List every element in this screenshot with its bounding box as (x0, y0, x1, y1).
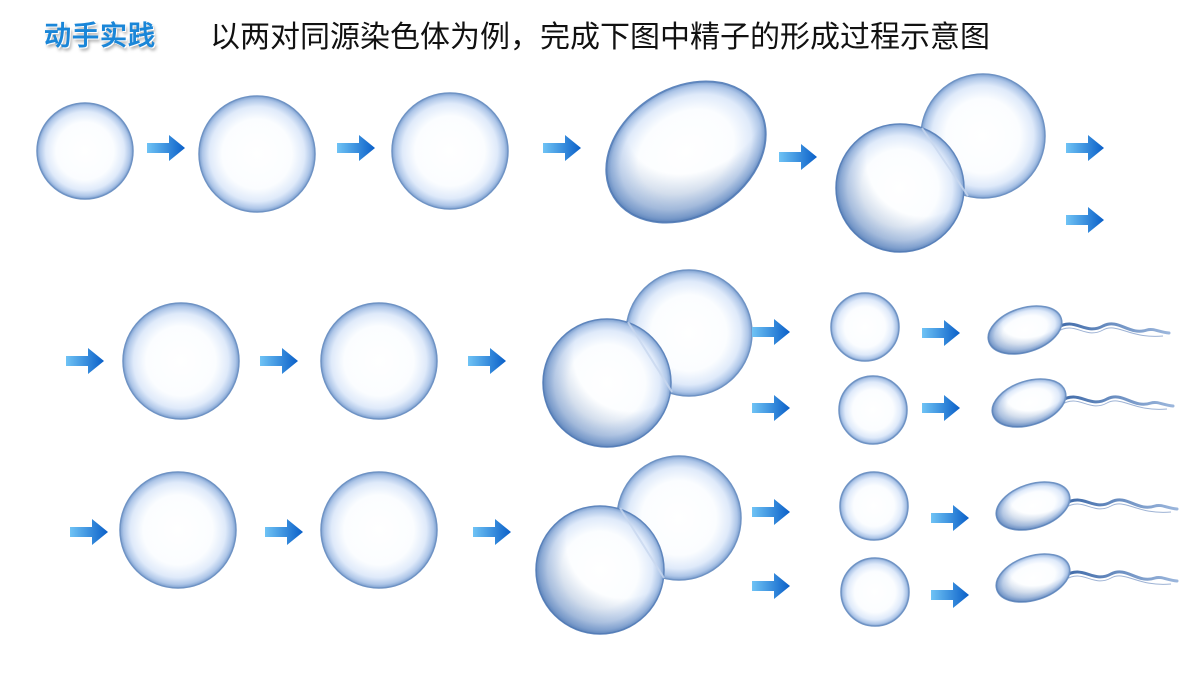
arrow-right-icon (265, 519, 303, 545)
sperm-1 (980, 295, 1171, 365)
arrow-right-icon (752, 499, 790, 525)
arrow-right-icon (752, 573, 790, 599)
arrow-right-icon (337, 135, 375, 161)
cell-dividing-1 (835, 73, 1046, 253)
page-title: 以两对同源染色体为例，完成下图中精子的形成过程示意图 (210, 20, 990, 55)
cell-elongated (605, 80, 767, 224)
sperm-3 (988, 471, 1179, 541)
arrow-right-icon (473, 519, 511, 545)
arrow-right-icon (1066, 135, 1104, 161)
arrow-right-icon (70, 519, 108, 545)
practice-badge: 动手实践 (44, 21, 156, 52)
arrow-right-icon (260, 348, 298, 374)
spermatid-4 (840, 557, 910, 627)
secondary-cell-1 (122, 302, 240, 420)
arrow-right-icon (752, 395, 790, 421)
cell-stage-1 (36, 102, 134, 200)
spermatid-1 (830, 292, 900, 362)
spermatid-3 (839, 471, 909, 541)
arrow-right-icon (752, 319, 790, 345)
cell-stage-3 (391, 92, 509, 210)
sperm-2 (984, 368, 1175, 438)
arrow-right-icon (922, 395, 960, 421)
secondary-cell-2 (320, 302, 438, 420)
cell-dividing-3 (535, 455, 742, 635)
arrow-right-icon (543, 135, 581, 161)
spermatid-2 (838, 375, 908, 445)
arrow-right-icon (66, 348, 104, 374)
arrow-right-icon (931, 582, 969, 608)
sperm-4 (988, 543, 1179, 613)
cell-stage-2 (198, 95, 316, 213)
arrow-right-icon (931, 505, 969, 531)
cell-dividing-2 (542, 269, 753, 448)
arrow-right-icon (468, 348, 506, 374)
arrow-right-icon (147, 135, 185, 161)
arrow-right-icon (922, 320, 960, 346)
secondary-cell-4 (320, 471, 438, 589)
arrow-right-icon (1066, 207, 1104, 233)
arrow-right-icon (779, 144, 817, 170)
secondary-cell-3 (119, 471, 237, 589)
